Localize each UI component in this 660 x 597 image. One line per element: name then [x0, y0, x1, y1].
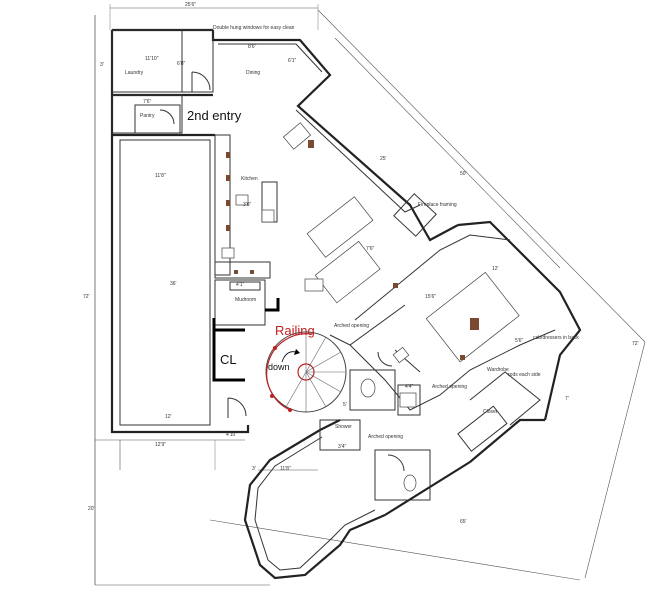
dim-diag-12: 12': [492, 266, 499, 272]
dim-diag-7: 7': [565, 396, 569, 402]
dim-main-depth: 36': [170, 281, 177, 287]
dim-diag-72: 72': [632, 341, 639, 347]
dim-bottom-width: 12'9": [155, 442, 166, 448]
room-dining: Dining: [246, 70, 260, 76]
note-windows: Double hung windows for easy clean: [213, 25, 295, 31]
dimension-labels: 25'6" 72' 11'10" 6'8" 7'6" 8'6" 6'1" 11'…: [83, 2, 639, 525]
annotations: 2nd entry Railing CL down: [187, 108, 315, 372]
dim-diag-50: 50': [460, 171, 467, 177]
railing: [266, 333, 313, 412]
doors: [159, 71, 405, 472]
plan-notes: Double hung windows for easy clean Firep…: [213, 25, 579, 440]
dim-cabinet: 3': [252, 466, 256, 472]
dim-dining-diag: 6'1": [288, 58, 297, 64]
dim-mud: 4'1": [236, 282, 245, 288]
dim-stair: 5': [343, 402, 347, 408]
dim-bath: 4'4": [405, 384, 414, 390]
dim-laundry-depth: 6'8": [177, 61, 186, 67]
dim-island-7: 7'6": [366, 246, 375, 252]
dim-small-4: 4'10": [226, 432, 237, 438]
dim-kitchen-width: 11'8": [155, 173, 166, 179]
dim-left-20: 20': [88, 506, 95, 512]
spiral-stair: [265, 331, 347, 413]
stair-down-label: down: [268, 362, 290, 372]
room-kitchen: Kitchen: [241, 176, 258, 182]
note-fireplace: Fireplace framing: [418, 202, 457, 208]
dim-overall-width: 25'6": [185, 2, 196, 8]
room-mudroom: Mudroom: [235, 297, 256, 303]
dim-laundry-width: 11'10": [145, 56, 159, 62]
dim-wardrobe: 5'6": [515, 338, 524, 344]
note-arched-opening-1: Arched opening: [334, 323, 369, 329]
note-wardrobe-rods: rods each side: [508, 372, 541, 378]
furniture: [221, 122, 520, 492]
dim-dining: 8'6": [248, 44, 257, 50]
second-entry-label: 2nd entry: [187, 108, 242, 123]
closet-cl-label: CL: [220, 352, 237, 367]
dimension-lines: [94, 4, 646, 586]
dim-kitchen-island: 3'6": [243, 202, 252, 208]
room-pantry: Pantry: [140, 113, 155, 119]
dim-closet: 3'4": [338, 444, 347, 450]
dim-diag-25: 25': [380, 156, 387, 162]
note-arched-opening-2: Arched opening: [432, 384, 467, 390]
dim-overall-height: 72': [83, 294, 90, 300]
note-cabinets: cab/dressers in back: [533, 335, 579, 341]
room-laundry: Laundry: [125, 70, 144, 76]
room-labels: Laundry Pantry Dining Kitchen Mudroom Sh…: [125, 70, 509, 430]
room-wardrobe: Wardrobe: [487, 367, 509, 373]
dim-bottom-12: 12': [165, 414, 172, 420]
dim-diag-65: 65': [460, 519, 467, 525]
dim-bedroom: 15'6": [425, 294, 436, 300]
dim-left-3: 3': [100, 62, 104, 68]
note-arched-opening-3: Arched opening: [368, 434, 403, 440]
dim-bay-width: 11'8": [280, 466, 291, 472]
railing-label: Railing: [275, 323, 315, 338]
dim-pantry: 7'6": [143, 99, 152, 105]
room-closet: Closet: [483, 409, 498, 415]
room-shower: Shower: [335, 424, 352, 430]
